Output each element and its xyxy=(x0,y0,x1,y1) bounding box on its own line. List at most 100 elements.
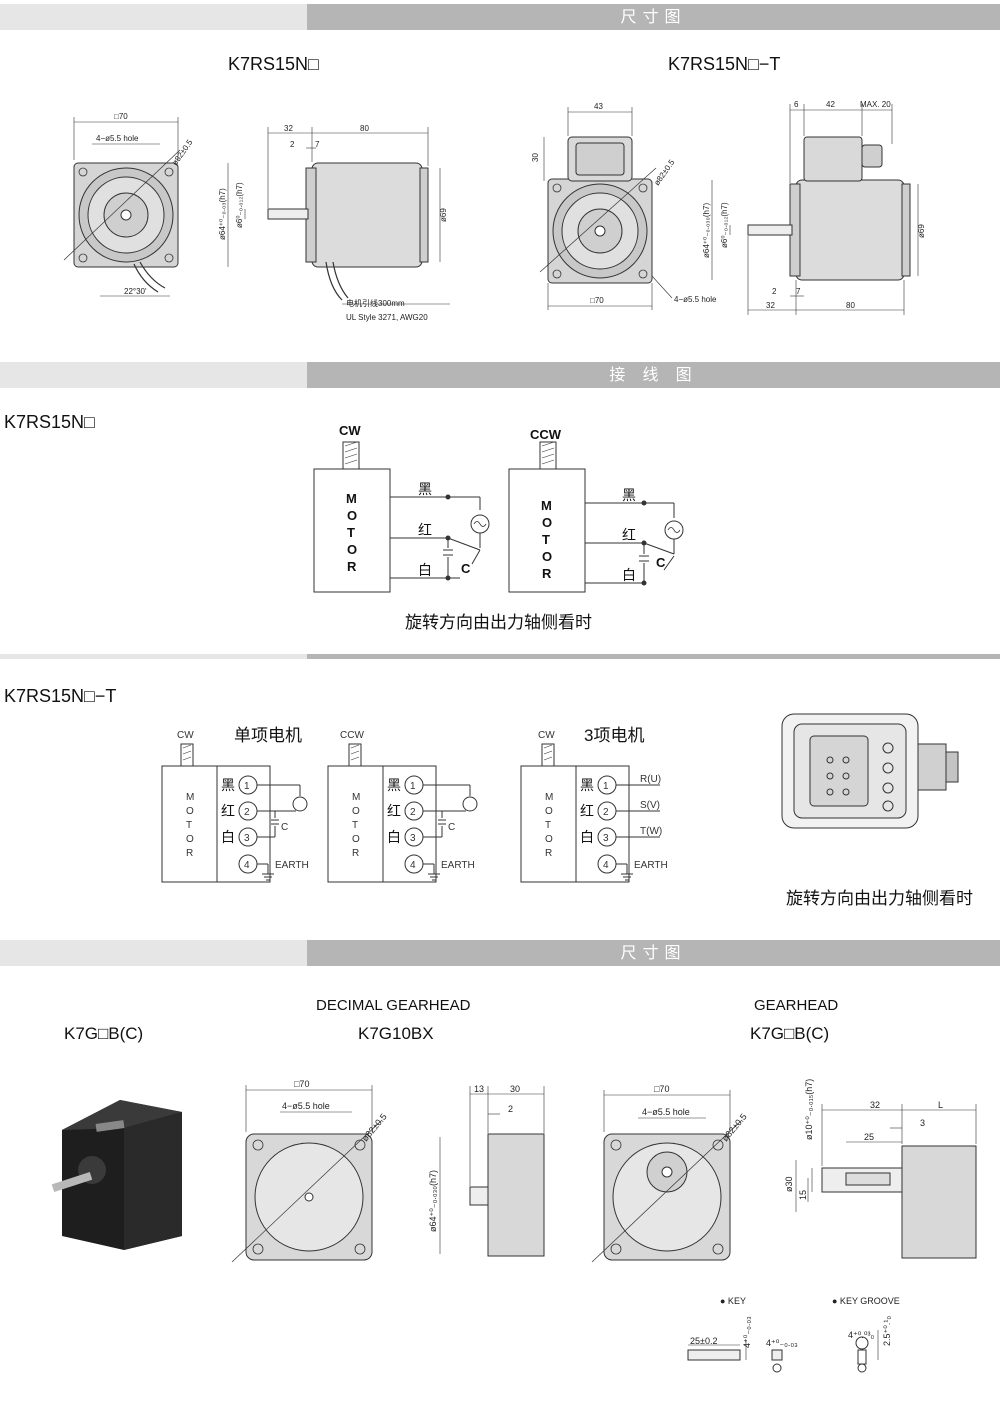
dim-label: 30 xyxy=(510,1084,520,1094)
motor-letter: T xyxy=(186,820,192,831)
terminal-number: 3 xyxy=(603,833,609,844)
phase-label: R(U) xyxy=(640,774,661,785)
dim-label: 3 xyxy=(920,1118,925,1128)
wire-label-red: 红 xyxy=(221,803,235,819)
wire-label-red: 红 xyxy=(387,803,401,819)
model-label: K7G□B(C) xyxy=(64,1024,144,1043)
motor-letter: M xyxy=(541,498,552,513)
motor-letter: O xyxy=(352,806,360,817)
dim-label: 15 xyxy=(798,1190,808,1200)
dim-label: 2 xyxy=(772,287,777,296)
wire-label-red: 红 xyxy=(622,527,636,543)
motor-letter: M xyxy=(346,491,357,506)
dim-label: ø82±0.5 xyxy=(360,1112,389,1144)
lead-note: UL Style 3271, AWG20 xyxy=(346,313,428,322)
dim-label: 2 xyxy=(508,1104,513,1114)
motor-letter: M xyxy=(186,792,194,803)
section-title: 接 线 图 xyxy=(609,365,698,384)
capacitor-label: C xyxy=(281,822,288,833)
dim-label: 32 xyxy=(870,1100,880,1110)
motor-letter: O xyxy=(542,549,552,564)
model-label: K7RS15N□ xyxy=(228,54,319,74)
lead-note: 电机引线300mm xyxy=(346,298,405,308)
phase-label: T(W) xyxy=(640,826,662,837)
gearhead-title: GEARHEAD xyxy=(754,997,839,1014)
terminal-number: 1 xyxy=(410,781,416,792)
dim-label: 6 xyxy=(794,100,799,109)
dim-label: 7 xyxy=(796,287,801,296)
dim-label: ø82±0.5 xyxy=(720,1112,749,1144)
terminal-number: 4 xyxy=(410,860,416,871)
wire-label-white: 白 xyxy=(418,562,432,578)
wire-label-white: 白 xyxy=(580,829,594,845)
section-title: 尺寸图 xyxy=(620,943,687,962)
dim-label: ø64⁺⁰₋₀.₀₃₀(h7) xyxy=(428,1170,438,1232)
dim-label: 25±0.2 xyxy=(690,1336,717,1346)
phase-label: S(V) xyxy=(640,800,660,811)
dim-label: 4−ø5.5 hole xyxy=(96,134,139,143)
earth-label: EARTH xyxy=(634,860,668,871)
three-phase-title: 3项电机 xyxy=(584,726,644,745)
motor-drawing-standard: □70 4−ø5.5 hole ø82±0.5 22°30' 32 80 2 7… xyxy=(63,100,926,322)
dim-label: 2 xyxy=(290,140,295,149)
motor-letter: T xyxy=(347,525,355,540)
motor-letter: R xyxy=(347,559,357,574)
dim-label: MAX. 20 xyxy=(860,100,891,109)
terminal-number: 4 xyxy=(603,860,609,871)
key-title: ● KEY xyxy=(720,1296,746,1306)
motor-letter: R xyxy=(542,566,552,581)
dim-label: 4−ø5.5 hole xyxy=(282,1101,330,1111)
dim-label: □70 xyxy=(114,112,128,121)
dim-label: 4⁺⁰₋₀.₀₃ xyxy=(742,1316,752,1348)
terminal-number: 3 xyxy=(410,833,416,844)
wiring-diagram-terminal: CW CCW CW M O T O R M O T O R M O T O R … xyxy=(161,713,959,883)
dim-label: 7 xyxy=(315,140,320,149)
dim-label: ø64⁺⁰₋₀.₀₃(h7) xyxy=(218,188,227,240)
rotation-label: CCW xyxy=(530,427,562,442)
wire-label-red: 红 xyxy=(418,522,432,538)
motor-letter: T xyxy=(542,532,550,547)
dim-label: ø10⁺⁰₋₀.₀₁₅(h7) xyxy=(804,1079,814,1140)
dim-label: ø69 xyxy=(917,224,926,238)
dim-label: 25 xyxy=(864,1132,874,1142)
dim-label: 30 xyxy=(531,153,540,162)
earth-label: EARTH xyxy=(441,860,475,871)
rotation-note: 旋转方向由出力轴侧看时 xyxy=(786,889,973,909)
model-label: K7RS15N□−T xyxy=(4,686,117,706)
dim-label: 80 xyxy=(360,124,369,133)
dim-label: 80 xyxy=(846,301,855,310)
terminal-number: 3 xyxy=(244,833,250,844)
dim-label: □70 xyxy=(654,1084,669,1094)
dim-label: 4−ø5.5 hole xyxy=(674,295,717,304)
model-label: K7RS15N□−T xyxy=(668,54,781,74)
motor-letter: R xyxy=(545,848,552,859)
dim-label: ø6⁰₋₀.₀₁₂(h7) xyxy=(235,182,244,228)
dim-label: ø6⁰₋₀.₀₁₂(h7) xyxy=(720,202,729,248)
dim-label: 4⁺⁰₋₀.₀₃ xyxy=(766,1338,798,1348)
motor-letter: T xyxy=(352,820,358,831)
decimal-gearhead-title: DECIMAL GEARHEAD xyxy=(316,997,471,1014)
motor-letter: O xyxy=(347,542,357,557)
rotation-label: CW xyxy=(538,730,555,741)
dim-label: L xyxy=(938,1100,943,1110)
motor-letter: O xyxy=(347,508,357,523)
dim-label: □70 xyxy=(294,1079,309,1089)
terminal-number: 1 xyxy=(244,781,250,792)
dim-label: ø30 xyxy=(784,1176,794,1192)
wire-label-black: 黑 xyxy=(418,481,432,497)
rotation-note: 旋转方向由出力轴侧看时 xyxy=(405,613,592,633)
gearhead-photo xyxy=(51,1100,182,1250)
section-title: 尺寸图 xyxy=(620,7,687,26)
wire-label-white: 白 xyxy=(387,829,401,845)
dim-label: 32 xyxy=(284,124,293,133)
dim-label: □70 xyxy=(590,296,604,305)
single-phase-title: 单项电机 xyxy=(234,726,302,745)
terminal-number: 2 xyxy=(410,807,416,818)
motor-letter: O xyxy=(186,806,194,817)
terminal-number: 4 xyxy=(244,860,250,871)
dim-label: 42 xyxy=(826,100,835,109)
dim-label: 22°30' xyxy=(124,287,147,296)
wire-label-black: 黑 xyxy=(580,777,594,793)
dim-label: ø69 xyxy=(439,208,448,222)
